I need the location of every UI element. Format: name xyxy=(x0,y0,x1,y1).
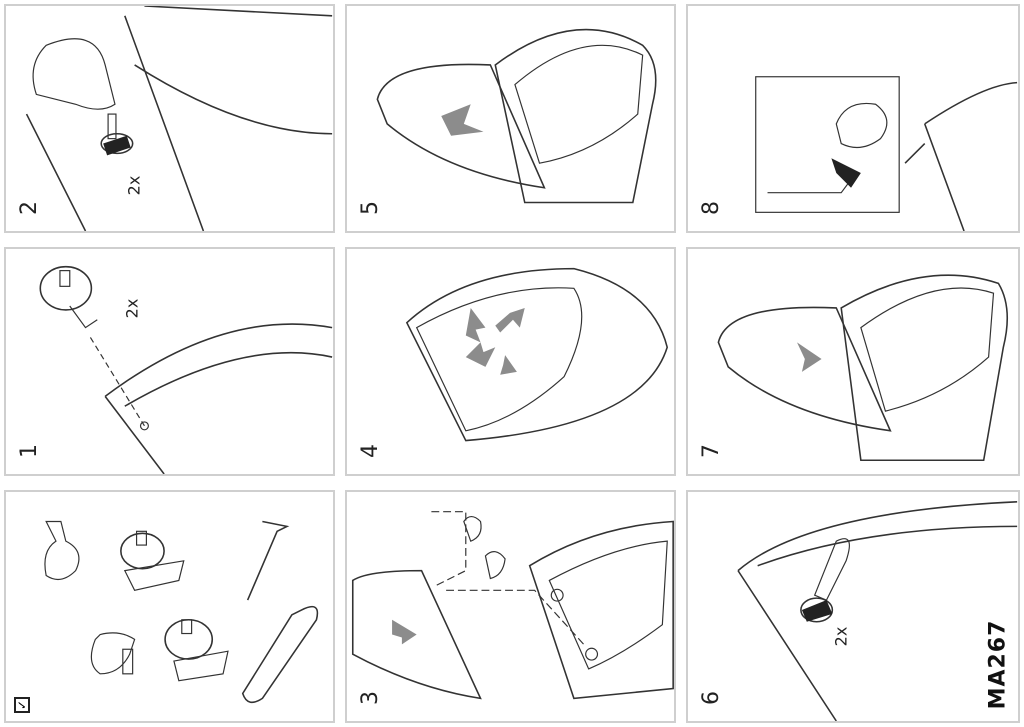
parts-panel: ✓ xyxy=(4,490,335,723)
step-1-panel: 1 2x xyxy=(4,247,335,476)
step-number: 1 xyxy=(16,444,42,458)
step-7-illustration xyxy=(717,274,1008,462)
step-2-panel: 2 2x xyxy=(4,4,335,233)
step-4-illustration xyxy=(405,267,669,442)
checkbox-icon: ✓ xyxy=(14,697,30,713)
step-8-illustration xyxy=(755,76,1018,231)
step-number: 4 xyxy=(357,444,383,458)
step-number: 8 xyxy=(698,201,724,215)
step-1-illustration xyxy=(39,265,333,474)
step-3-illustration xyxy=(351,511,674,700)
step-8-panel: 8 xyxy=(686,4,1020,233)
quantity-label: 2x xyxy=(124,175,144,196)
step-7-panel: 7 xyxy=(686,247,1020,476)
model-code: MA267 xyxy=(985,619,1011,710)
step-2-illustration xyxy=(25,6,333,231)
step-4-panel: 4 xyxy=(345,247,676,476)
step-number: 3 xyxy=(357,691,383,705)
step-number: 5 xyxy=(357,201,383,215)
quantity-label: 2x xyxy=(831,626,851,647)
parts-illustration xyxy=(44,520,319,704)
step-5-illustration xyxy=(376,28,657,204)
step-5-panel: 5 xyxy=(345,4,676,233)
step-6-illustration xyxy=(737,501,1018,721)
step-number: 6 xyxy=(698,691,724,705)
step-6-panel: 6 2x MA267 xyxy=(686,490,1020,723)
step-3-panel: 3 xyxy=(345,490,676,723)
step-number: 7 xyxy=(698,444,724,458)
quantity-label: 2x xyxy=(122,298,142,319)
step-number: 2 xyxy=(16,201,42,215)
